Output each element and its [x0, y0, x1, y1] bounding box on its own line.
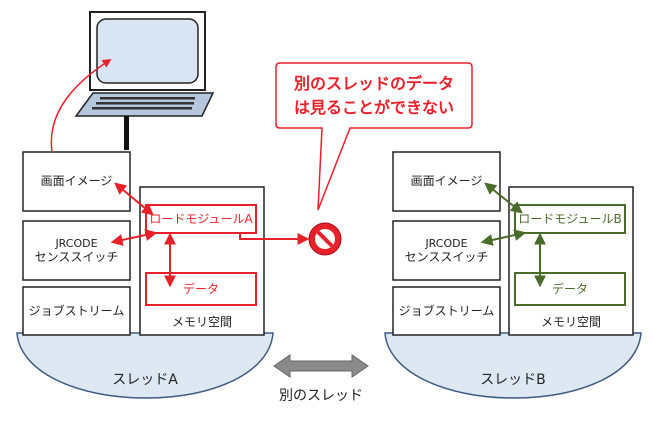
thread-b-data-label: データ — [551, 281, 588, 296]
thread-b-loadmodule-box — [514, 204, 626, 234]
thread-a-memory-space-label: メモリ空間 — [171, 314, 232, 329]
thread-a-loadmodule-box — [145, 204, 257, 234]
prohibited-icon — [308, 222, 342, 256]
thread-a-jobstream-box — [22, 286, 131, 336]
thread-b-screen-image-label: 画面イメージ — [410, 174, 483, 189]
callout-line-1: 別のスレッドのデータ — [293, 74, 454, 94]
thread-b-screen-loadmodule-arrow — [484, 182, 523, 214]
thread-b-sense-switch-label: センススイッチ — [404, 249, 489, 264]
double-arrow-icon — [273, 354, 369, 378]
computer-terminal-icon — [74, 11, 215, 150]
thread-b-jobstream-box — [392, 286, 501, 336]
thread-a-jrcode-sense-label: JRCODE センススイッチ — [23, 221, 130, 280]
thread-a-load-module-label: ロードモジュールA — [149, 211, 253, 226]
thread-a-name: スレッドA — [112, 371, 178, 388]
separate-thread-label: 別のスレッド — [279, 387, 363, 404]
thread-b-jrcode-loadmodule-arrow — [480, 229, 527, 246]
screen-to-terminal-arrow — [50, 59, 112, 153]
thread-b-name: スレッドB — [480, 371, 546, 388]
thread-a-job-stream-label: ジョブストリーム — [28, 303, 125, 318]
callout-text: 別のスレッドのデータ は見ることができない — [276, 63, 472, 128]
thread-a-sense-switch-label: センススイッチ — [34, 249, 119, 264]
thread-a-screen-image-label: 画面イメージ — [40, 174, 113, 189]
thread-a-data-label: データ — [182, 281, 219, 296]
thread-a-screen-loadmodule-arrow — [114, 182, 154, 216]
blocked-access-arrow — [239, 233, 310, 245]
thread-a-jrcode-label: JRCODE — [55, 236, 98, 250]
thread-b-platform — [384, 332, 642, 399]
thread-b-job-stream-label: ジョブストリーム — [398, 303, 495, 318]
thread-b-jrcode-label: JRCODE — [425, 236, 468, 250]
thread-a-jrcode-loadmodule-arrow — [110, 229, 158, 246]
thread-b-screen-box — [392, 151, 501, 212]
thread-b-memory-space-label: メモリ空間 — [540, 314, 601, 329]
callout-bubble — [275, 62, 473, 211]
thread-b-data-box — [514, 272, 626, 306]
thread-b-jrcode-sense-label: JRCODE センススイッチ — [393, 221, 500, 280]
thread-a-platform — [16, 332, 274, 399]
callout-line-2: は見ることができない — [293, 97, 454, 117]
thread-b-load-module-label: ロードモジュールB — [518, 211, 622, 226]
thread-a-screen-box — [22, 151, 131, 212]
